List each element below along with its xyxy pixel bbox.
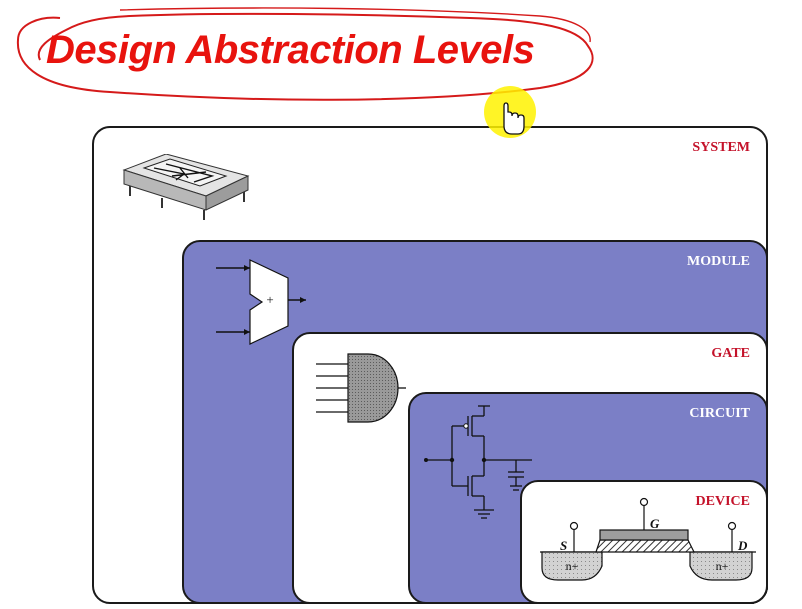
gate-label: GATE — [711, 346, 750, 361]
adder-symbol-icon: + — [216, 259, 306, 345]
adder-plus-symbol: + — [266, 292, 273, 307]
source-well-label: n+ — [566, 559, 579, 573]
device-level-box: DEVICE S G D n+ — [520, 480, 768, 604]
drain-well-label: n+ — [716, 559, 729, 573]
source-terminal-label: S — [560, 538, 567, 553]
module-label: MODULE — [687, 254, 750, 269]
gate-terminal-label: G — [650, 516, 660, 531]
and-gate-icon — [316, 353, 406, 423]
device-label: DEVICE — [695, 494, 750, 509]
mosfet-cross-section-icon: S G D n+ n+ — [540, 497, 756, 581]
mouse-pointer-icon — [484, 86, 536, 138]
page-title: Design Abstraction Levels — [46, 28, 535, 72]
circuit-label: CIRCUIT — [689, 406, 750, 421]
system-label: SYSTEM — [692, 140, 750, 155]
chip-package-icon — [122, 154, 250, 220]
cmos-inverter-icon — [424, 405, 532, 519]
drain-terminal-label: D — [737, 538, 748, 553]
